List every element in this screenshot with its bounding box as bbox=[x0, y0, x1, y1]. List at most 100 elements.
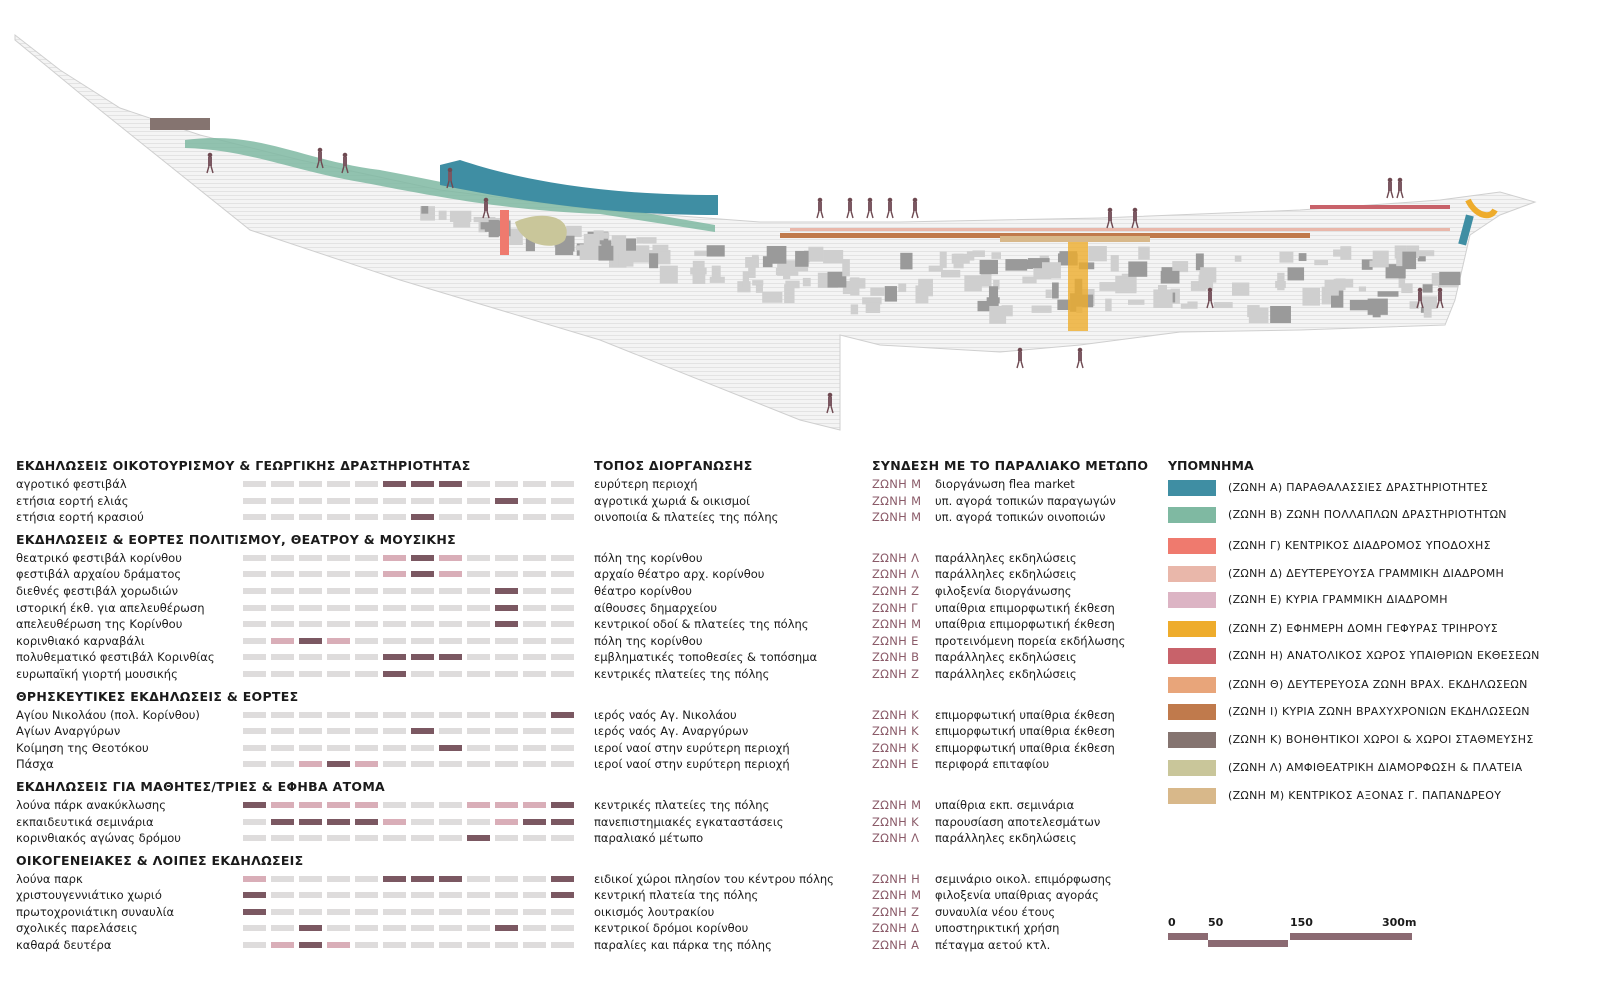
person-figure bbox=[1436, 287, 1444, 309]
month-bar-1 bbox=[243, 604, 266, 611]
legend-swatch bbox=[1168, 788, 1216, 804]
month-bar-7 bbox=[411, 818, 434, 825]
building bbox=[509, 228, 523, 245]
month-bar-2 bbox=[271, 925, 294, 932]
legend-swatch bbox=[1168, 592, 1216, 608]
section-title: ΟΙΚΟΓΕΝΕΙΑΚΕΣ & ΛΟΙΠΕΣ ΕΚΔΗΛΩΣΕΙΣ bbox=[16, 852, 304, 868]
building bbox=[598, 245, 614, 261]
month-bar-9 bbox=[467, 554, 490, 561]
event-name: χριστουγεννιάτικο χωριό bbox=[16, 888, 162, 903]
month-bar-1 bbox=[243, 761, 266, 768]
month-bar-1 bbox=[243, 554, 266, 561]
legend-swatch bbox=[1168, 480, 1216, 496]
person-figure bbox=[1386, 177, 1394, 199]
waterfront-link: υπαίθρια επιμορφωτική έκθεση bbox=[935, 600, 1115, 615]
month-bar-5 bbox=[355, 497, 378, 504]
month-bar-12 bbox=[551, 497, 574, 504]
building bbox=[795, 250, 809, 267]
building bbox=[488, 219, 499, 238]
waterfront-link: προτεινόμενη πορεία εκδήλωσης bbox=[935, 633, 1126, 648]
month-bar-2 bbox=[271, 892, 294, 899]
event-name: ετήσια εορτή κρασιού bbox=[16, 510, 144, 525]
month-bar-5 bbox=[355, 892, 378, 899]
month-bar-10 bbox=[495, 818, 518, 825]
month-bar-4 bbox=[327, 892, 350, 899]
month-bar-5 bbox=[355, 604, 378, 611]
zone-code: ΖΩΝΗ Κ bbox=[872, 707, 919, 722]
zone-k-area bbox=[150, 118, 210, 130]
month-bar-12 bbox=[551, 728, 574, 735]
month-bar-12 bbox=[551, 761, 574, 768]
zone-code: ΖΩΝΗ Ζ bbox=[872, 904, 920, 919]
event-place: κεντρικές πλατείες της πόλης bbox=[594, 666, 770, 681]
month-bar-11 bbox=[523, 761, 546, 768]
zone-m-strip bbox=[1000, 236, 1150, 242]
month-bar-9 bbox=[467, 621, 490, 628]
building bbox=[579, 244, 602, 260]
building bbox=[1367, 298, 1388, 315]
building bbox=[742, 271, 750, 288]
event-place: θέατρο κορίνθου bbox=[594, 583, 692, 598]
person-figure bbox=[1206, 287, 1214, 309]
month-bar-7 bbox=[411, 925, 434, 932]
month-bar-10 bbox=[495, 942, 518, 949]
building bbox=[1127, 299, 1145, 305]
section-title: ΘΡΗΣΚΕΥΤΙΚΕΣ ΕΚΔΗΛΩΣΕΙΣ & ΕΟΡΤΕΣ bbox=[16, 688, 299, 704]
month-bar-8 bbox=[439, 728, 462, 735]
month-bar-7 bbox=[411, 744, 434, 751]
month-bar-6 bbox=[383, 925, 406, 932]
event-place: οινοποιία & πλατείες της πόλης bbox=[594, 510, 779, 525]
month-bar-9 bbox=[467, 670, 490, 677]
month-bar-3 bbox=[299, 637, 322, 644]
building bbox=[1128, 261, 1148, 277]
month-bar-4 bbox=[327, 925, 350, 932]
month-bar-12 bbox=[551, 514, 574, 521]
event-place: ειδικοί χώροι πλησίον του κέντρου πόλης bbox=[594, 871, 834, 886]
month-bar-9 bbox=[467, 925, 490, 932]
month-bar-8 bbox=[439, 571, 462, 578]
event-name: απελευθέρωση της Κορίνθου bbox=[16, 617, 183, 632]
building bbox=[1270, 306, 1291, 324]
month-bar-1 bbox=[243, 637, 266, 644]
zone-z-bridge bbox=[1465, 198, 1498, 219]
month-bar-6 bbox=[383, 818, 406, 825]
building bbox=[1298, 253, 1307, 262]
person-figure bbox=[482, 197, 490, 219]
month-bar-2 bbox=[271, 728, 294, 735]
building bbox=[1180, 303, 1198, 309]
month-bar-1 bbox=[243, 711, 266, 718]
month-bar-5 bbox=[355, 875, 378, 882]
month-bar-12 bbox=[551, 942, 574, 949]
person-figure bbox=[1396, 177, 1404, 199]
month-bar-4 bbox=[327, 818, 350, 825]
event-name: Αγίων Αναργύρων bbox=[16, 724, 121, 739]
waterfront-link: επιμορφωτική υπαίθρια έκθεση bbox=[935, 724, 1115, 739]
month-bar-7 bbox=[411, 942, 434, 949]
event-row: Αγίου Νικολάου (πολ. Κορίνθου)ιερός ναός… bbox=[16, 707, 1166, 724]
event-place: κεντρική πλατεία της πόλης bbox=[594, 888, 759, 903]
building bbox=[611, 235, 627, 254]
waterfront-link: φιλοξενία διοργάνωσης bbox=[935, 583, 1072, 598]
month-bar-10 bbox=[495, 711, 518, 718]
building bbox=[762, 291, 783, 303]
month-bar-6 bbox=[383, 801, 406, 808]
month-bar-7 bbox=[411, 604, 434, 611]
legend-swatch bbox=[1168, 704, 1216, 720]
month-bar-8 bbox=[439, 514, 462, 521]
month-bar-2 bbox=[271, 571, 294, 578]
month-bar-2 bbox=[271, 514, 294, 521]
month-bar-2 bbox=[271, 670, 294, 677]
month-bar-4 bbox=[327, 604, 350, 611]
person-figure bbox=[1416, 287, 1424, 309]
month-bar-1 bbox=[243, 670, 266, 677]
building bbox=[583, 233, 600, 247]
scale-segment bbox=[1168, 933, 1208, 940]
zone-code: ΖΩΝΗ Λ bbox=[872, 567, 920, 582]
month-bar-11 bbox=[523, 514, 546, 521]
month-bar-7 bbox=[411, 728, 434, 735]
month-bar-6 bbox=[383, 835, 406, 842]
event-place: πόλη της κορίνθου bbox=[594, 633, 703, 648]
waterfront-link: παράλληλες εκδηλώσεις bbox=[935, 550, 1077, 565]
